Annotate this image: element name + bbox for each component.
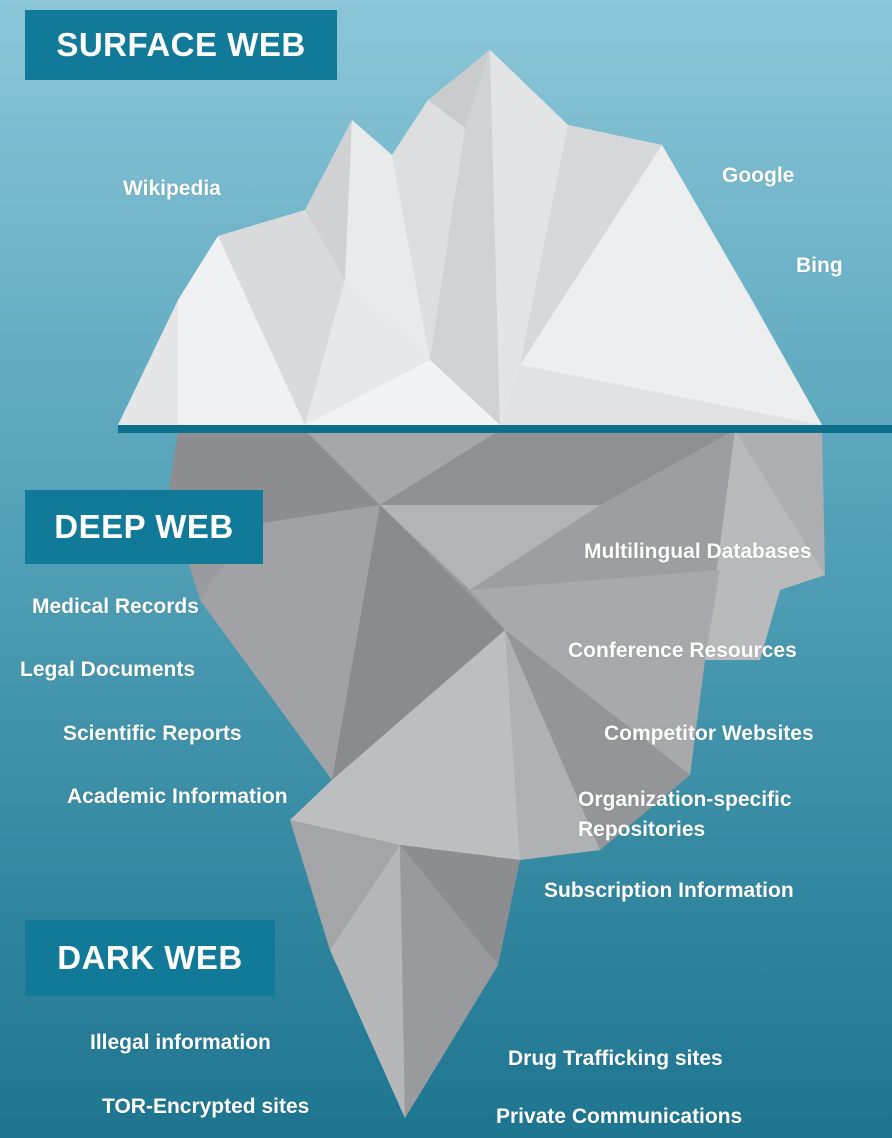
water-line [118,425,892,433]
iceberg-tip [118,50,822,425]
deep-web-banner: DEEP WEB [25,490,263,564]
label-google: Google [722,164,795,187]
surface-web-banner: SURFACE WEB [25,10,337,80]
label-organization-specific: Organization-specific [578,788,792,811]
deep-web-title: DEEP WEB [54,508,234,545]
label-repositories: Repositories [578,818,706,841]
label-subscription-information: Subscription Information [544,879,794,902]
label-bing: Bing [796,254,843,277]
label-tor-encrypted-sites: TOR-Encrypted sites [102,1095,310,1118]
label-medical-records: Medical Records [32,595,199,618]
label-private-communications: Private Communications [496,1105,743,1128]
label-scientific-reports: Scientific Reports [63,722,242,745]
label-conference-resources: Conference Resources [568,639,797,662]
surface-web-title: SURFACE WEB [56,26,306,63]
label-competitor-websites: Competitor Websites [604,722,814,745]
label-legal-documents: Legal Documents [20,658,196,681]
dark-web-title: DARK WEB [57,939,243,976]
label-multilingual-databases: Multilingual Databases [584,540,812,563]
label-wikipedia: Wikipedia [123,177,221,200]
dark-web-banner: DARK WEB [25,920,275,996]
label-academic-information: Academic Information [67,785,288,808]
iceberg-submerged [168,430,825,1118]
label-drug-trafficking-sites: Drug Trafficking sites [508,1047,723,1070]
label-illegal-information: Illegal information [90,1031,271,1054]
